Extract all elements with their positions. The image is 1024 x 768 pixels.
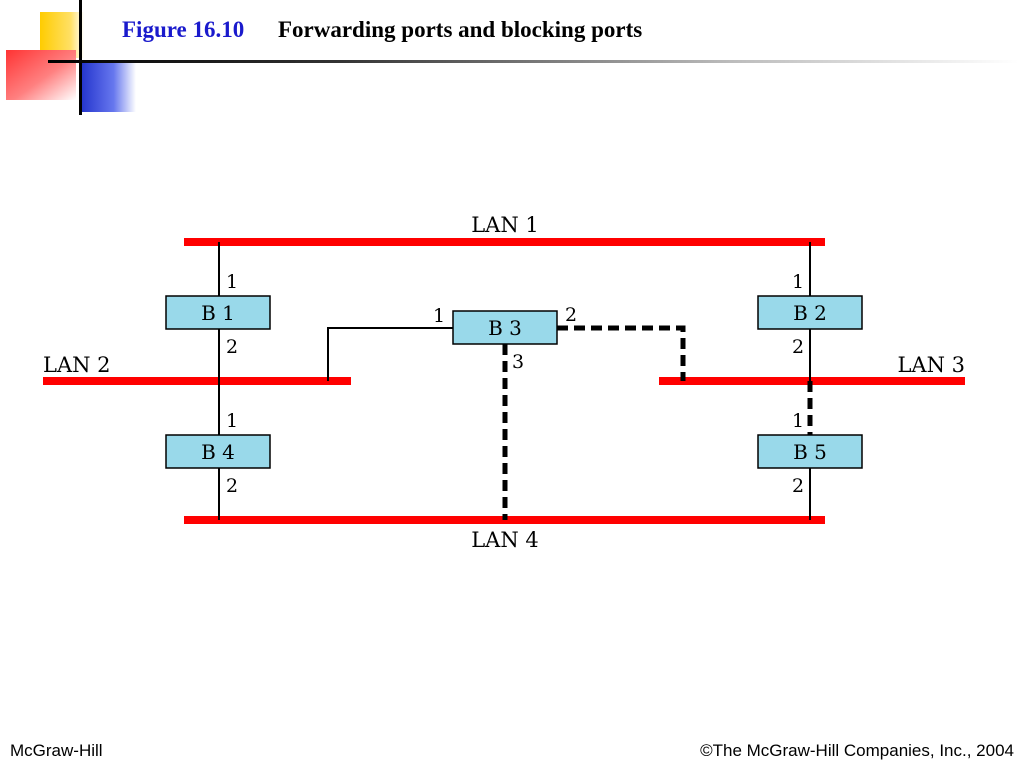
bridge-b1-label: B 1 [201, 301, 235, 325]
b2-port2-label: 2 [792, 336, 804, 358]
lan1-label: LAN 1 [471, 213, 539, 237]
b1-port2-label: 2 [226, 336, 238, 358]
b3-port2-label: 2 [565, 304, 577, 326]
b1-port1-label: 1 [226, 271, 238, 293]
lan3-label: LAN 3 [897, 353, 965, 377]
bridge-b2 [757, 295, 863, 330]
bridge-b5-label: B 5 [793, 440, 827, 464]
b4-port1-label: 1 [226, 410, 238, 432]
figure-caption: Forwarding ports and blocking ports [277, 17, 643, 42]
b2-port1-label: 1 [792, 271, 804, 293]
bridge-b1 [165, 295, 271, 330]
b3-port3-label: 3 [512, 351, 524, 373]
bridge-b4-label: B 4 [201, 440, 235, 464]
figure-number: Figure 16.10 [122, 17, 245, 42]
b3-port1-label: 1 [433, 305, 445, 327]
decor-blue-square [80, 62, 136, 112]
bridge-b2-label: B 2 [793, 301, 827, 325]
footer-publisher: McGraw-Hill [10, 741, 103, 760]
b4-port2-label: 2 [226, 475, 238, 497]
footer-copyright: ©The McGraw-Hill Companies, Inc., 2004 [700, 741, 1014, 760]
lan4-label: LAN 4 [471, 528, 539, 552]
bridge-b3-label: B 3 [488, 316, 522, 340]
bridge-b3 [452, 310, 558, 345]
decor-horizontal-line [48, 60, 1018, 63]
bridge-b4 [165, 434, 271, 469]
slide-title: Figure 16.10 Forwarding ports and blocki… [122, 17, 642, 43]
b3-port1-forwarding-link [327, 327, 453, 381]
b3-port2-blocking-link [557, 325, 686, 381]
bridge-b5 [757, 434, 863, 469]
decor-vertical-line [79, 0, 82, 115]
decor-red-square [6, 50, 76, 100]
b5-port1-label: 1 [792, 410, 804, 432]
b5-port2-label: 2 [792, 475, 804, 497]
lan2-label: LAN 2 [43, 353, 111, 377]
